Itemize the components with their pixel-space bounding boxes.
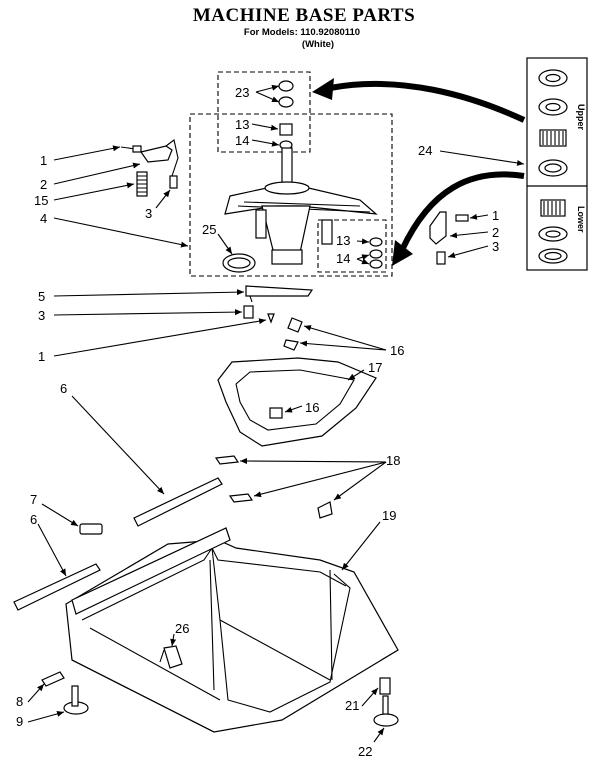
clip-7 [79, 523, 103, 535]
callout-4: 4 [40, 211, 47, 226]
callout-1-mid: 1 [38, 349, 45, 364]
callout-26: 26 [175, 621, 189, 636]
callout-13-lower: 13 [336, 233, 350, 248]
callout-2-right: 2 [492, 225, 499, 240]
callout-16-center: 16 [305, 400, 319, 415]
diagram-title: MACHINE BASE PARTS [192, 5, 416, 26]
bracket-5 [243, 285, 314, 324]
transmission-assembly [224, 147, 378, 265]
leg-8-9 [41, 671, 89, 715]
upper-kit-arrow [329, 80, 526, 123]
callout-3-right: 3 [492, 239, 499, 254]
lower-kit-parts [369, 237, 383, 269]
color-line: (White) [301, 39, 335, 50]
bracket-26 [159, 645, 183, 669]
bearing-kit-lower-box [317, 219, 387, 273]
lower-label: Lower [576, 206, 586, 233]
callout-15: 15 [34, 193, 48, 208]
brace-6-upper [133, 477, 223, 527]
bearing-set-panel: Upper Lower [526, 57, 588, 271]
callout-16-right: 16 [390, 343, 404, 358]
callout-6-lower: 6 [30, 512, 37, 527]
callout-14-upper: 14 [235, 133, 249, 148]
callout-1-right: 1 [492, 208, 499, 223]
lower-kit-arrowhead [392, 240, 413, 266]
leg-21-22 [373, 677, 399, 727]
transmission-box [189, 113, 393, 277]
callout-22: 22 [358, 744, 372, 759]
callout-9: 9 [16, 714, 23, 729]
pads-18 [214, 455, 333, 519]
leader-lines [27, 84, 525, 743]
callout-3-left: 3 [145, 206, 152, 221]
seal-25 [222, 253, 256, 273]
lower-bearing-icons [538, 199, 568, 264]
callout-19: 19 [382, 508, 396, 523]
upper-label: Upper [576, 104, 586, 131]
callout-25: 25 [202, 222, 216, 237]
bearing-kit-upper-box [217, 71, 311, 153]
right-clip-parts [429, 211, 469, 265]
base-frame [65, 527, 399, 733]
callout-5: 5 [38, 289, 45, 304]
upper-kit-parts [278, 80, 294, 150]
callout-8: 8 [16, 694, 23, 709]
callout-23: 23 [235, 85, 249, 100]
callout-6-upper: 6 [60, 381, 67, 396]
upper-bearing-icons [538, 69, 568, 177]
callout-numbers: 23 13 14 1 2 15 3 4 25 13 14 1 2 3 24 5 … [16, 85, 499, 759]
models-line: For Models: 110.92080110 [243, 27, 361, 38]
callout-14-lower: 14 [336, 251, 350, 266]
callout-1-left: 1 [40, 153, 47, 168]
callout-17: 17 [368, 360, 382, 375]
callout-21: 21 [345, 698, 359, 713]
lower-kit-arrow [399, 171, 525, 252]
callout-2-left: 2 [40, 177, 47, 192]
callout-18: 18 [386, 453, 400, 468]
callout-7: 7 [30, 492, 37, 507]
brace-6-lower [13, 563, 101, 611]
callout-3-mid: 3 [38, 308, 45, 323]
damper-assembly [217, 317, 377, 447]
callout-24: 24 [418, 143, 432, 158]
left-clip-parts [120, 139, 179, 197]
callout-13-upper: 13 [235, 117, 249, 132]
upper-kit-arrowhead [312, 78, 334, 100]
